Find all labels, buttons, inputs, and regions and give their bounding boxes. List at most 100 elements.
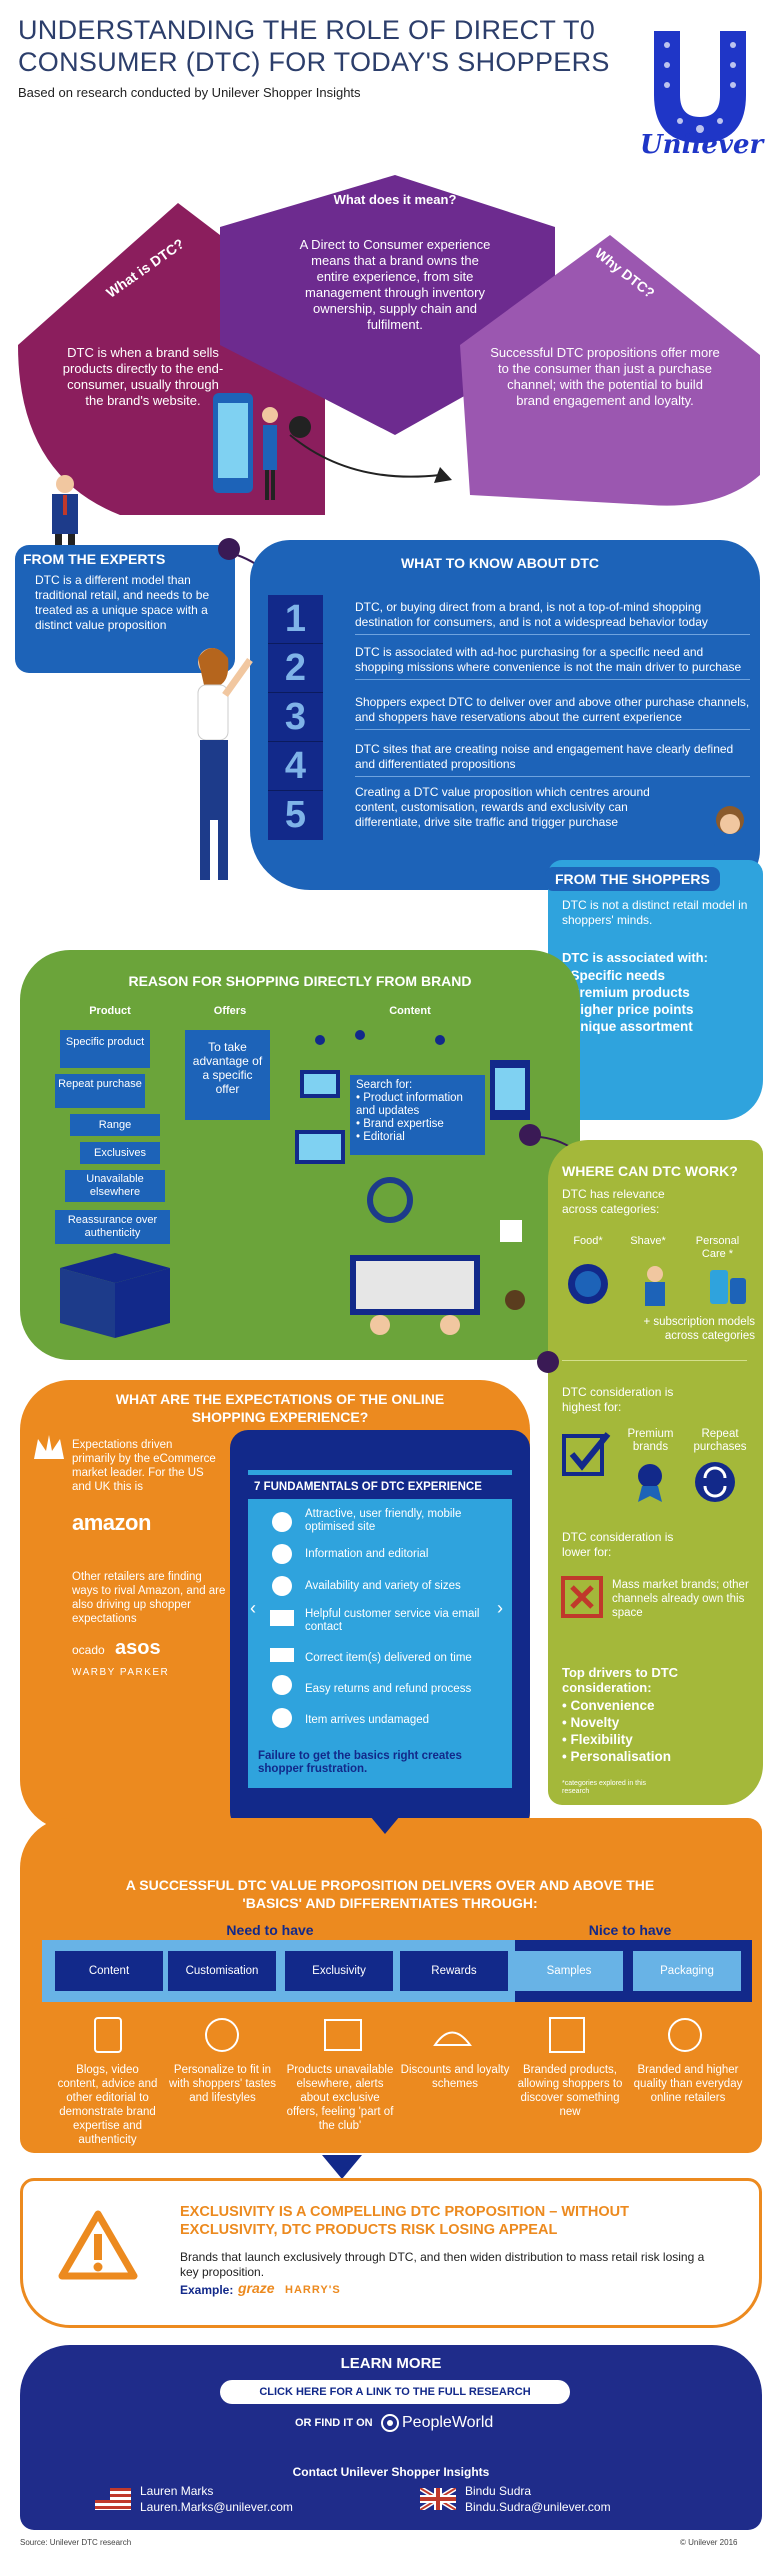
- number-stack: 1 2 3 4 5: [268, 595, 323, 840]
- content-item: Brand expertise: [356, 1118, 479, 1131]
- shoppers-title: FROM THE SHOPPERS: [545, 867, 720, 891]
- where-connector: [537, 1351, 559, 1373]
- page-subtitle: Based on research conducted by Unilever …: [18, 85, 361, 100]
- product-item: Exclusives: [80, 1142, 160, 1164]
- what-is-dtc-text: DTC is when a brand sells products direc…: [62, 345, 224, 408]
- us-flag-icon: [95, 2488, 131, 2510]
- tablet-pointer: [365, 1810, 405, 1834]
- know-panel: [250, 540, 760, 890]
- fundamental-item: Item arrives undamaged: [305, 1714, 430, 1726]
- driver-item: Personalisation: [562, 1748, 671, 1765]
- cat-shave: Shave*: [630, 1235, 666, 1247]
- offers-box: To take advantage of a specific offer: [185, 1030, 270, 1120]
- cross-icon: [561, 1576, 603, 1618]
- assoc-item: Premium products: [562, 984, 694, 1001]
- amazon-logo: amazon: [72, 1510, 151, 1535]
- assoc-item: Specific needs: [562, 967, 694, 984]
- content-item: Editorial: [356, 1131, 479, 1144]
- uk-flag-icon: [420, 2488, 456, 2510]
- number-3: 3: [268, 693, 323, 742]
- where-divider: [562, 1360, 747, 1361]
- know-item-4: DTC sites that are creating noise and en…: [355, 742, 750, 777]
- driver-item: Novelty: [562, 1714, 671, 1731]
- peopleworld-icon: [381, 2414, 399, 2432]
- exclusivity-pointer: [322, 2155, 362, 2179]
- graze-logo: graze: [238, 2280, 275, 2296]
- shoppers-text: DTC is not a distinct retail model in sh…: [562, 898, 748, 927]
- where-relevance: DTC has relevance across categories:: [562, 1187, 665, 1216]
- what-does-it-mean-text: A Direct to Consumer experience means th…: [299, 237, 491, 332]
- fundamental-item: Information and editorial: [305, 1548, 429, 1560]
- col-offers: Offers: [213, 1005, 247, 1017]
- content-search-box: Search for: Product information and upda…: [350, 1075, 485, 1155]
- warning-icon: [58, 2210, 138, 2280]
- driver-item: Flexibility: [562, 1731, 671, 1748]
- footer-source: Source: Unilever DTC research: [20, 2538, 132, 2547]
- know-item-2: DTC is associated with ad-hoc purchasing…: [355, 645, 750, 680]
- number-1: 1: [268, 595, 323, 644]
- experts-panel: FROM THE EXPERTS DTC is a different mode…: [15, 545, 235, 673]
- know-item-5: Creating a DTC value proposition which c…: [355, 785, 650, 829]
- brand-wordmark: Unilever: [640, 130, 764, 160]
- learn-panel: [20, 2345, 762, 2530]
- cat-food: Food*: [573, 1235, 603, 1247]
- driver-item: Convenience: [562, 1697, 671, 1714]
- ocado-logo: ocado: [72, 1643, 105, 1657]
- contact1-email[interactable]: Lauren.Marks@unilever.com: [140, 2500, 293, 2514]
- reason-title: REASON FOR SHOPPING DIRECTLY FROM BRAND: [128, 973, 472, 989]
- where-subscription: + subscription models across categories: [643, 1316, 755, 1342]
- high-repeat: Repeat purchases: [693, 1428, 747, 1453]
- chevron-left-icon[interactable]: ‹: [250, 1598, 256, 1618]
- chevron-right-icon[interactable]: ›: [497, 1598, 503, 1618]
- fundamental-item: Correct item(s) delivered on time: [305, 1652, 472, 1664]
- step-desc: Branded products, allowing shoppers to d…: [517, 2064, 623, 2118]
- fundamentals-icons: [270, 1512, 294, 1728]
- warby-logo: WARBY PARKER: [72, 1667, 170, 1678]
- experts-text: DTC is a different model than traditiona…: [35, 573, 210, 632]
- amazon-text: Expectations driven primarily by the eCo…: [72, 1439, 216, 1493]
- phone-shopper-illustration: [213, 393, 278, 500]
- example-label: Example:: [180, 2283, 234, 2297]
- col-content: Content: [389, 1005, 431, 1017]
- peopleworld-link[interactable]: PeopleWorld: [402, 2414, 494, 2431]
- contact2-email[interactable]: Bindu.Sudra@unilever.com: [465, 2500, 611, 2514]
- know-title: WHAT TO KNOW ABOUT DTC: [400, 555, 600, 571]
- full-research-link[interactable]: CLICK HERE FOR A LINK TO THE FULL RESEAR…: [220, 2380, 570, 2404]
- step-desc: Blogs, video content, advice and other e…: [57, 2064, 158, 2146]
- shoppers-assoc-title: DTC is associated with:: [562, 950, 708, 965]
- product-item: Repeat purchase: [55, 1074, 145, 1108]
- fundamental-item: Availability and variety of sizes: [305, 1580, 461, 1592]
- lower-text: Mass market brands; other channels alrea…: [612, 1579, 749, 1619]
- step-desc: Discounts and loyalty schemes: [400, 2064, 510, 2090]
- contact1-name: Lauren Marks: [140, 2484, 214, 2498]
- step-packaging: Packaging: [633, 1951, 741, 1991]
- cat-personal-care: Personal Care *: [695, 1235, 740, 1260]
- experts-title: FROM THE EXPERTS: [23, 551, 166, 567]
- page-title: UNDERSTANDING THE ROLE OF DIRECT T0 CONS…: [18, 15, 610, 77]
- where-lower: DTC consideration is lower for:: [562, 1530, 674, 1559]
- step-exclusivity: Exclusivity: [285, 1951, 393, 1991]
- need-label: Need to have: [226, 1922, 314, 1938]
- product-item: Unavailable elsewhere: [65, 1170, 165, 1202]
- footer-copyright: © Unilever 2016: [680, 2538, 738, 2547]
- number-2: 2: [268, 644, 323, 693]
- crown-icon: [34, 1435, 64, 1459]
- value-title: A SUCCESSFUL DTC VALUE PROPOSITION DELIV…: [125, 1877, 655, 1911]
- expect-title: WHAT ARE THE EXPECTATIONS OF THE ONLINE …: [115, 1391, 445, 1425]
- others-text: Other retailers are finding ways to riva…: [72, 1571, 226, 1625]
- high-premium: Premium brands: [627, 1428, 674, 1453]
- exclusivity-text: Brands that launch exclusively through D…: [180, 2250, 705, 2279]
- nice-label: Nice to have: [588, 1922, 672, 1938]
- number-5: 5: [268, 791, 323, 840]
- exclusivity-title: EXCLUSIVITY IS A COMPELLING DTC PROPOSIT…: [180, 2204, 629, 2238]
- step-content: Content: [55, 1951, 163, 1991]
- checkmark-icon: [562, 1432, 611, 1476]
- content-item: Product information and updates: [356, 1092, 479, 1118]
- value-icons: [94, 2017, 702, 2053]
- step-desc: Personalize to fit in with shoppers' tas…: [168, 2064, 277, 2104]
- fundamentals-footer: Failure to get the basics right creates …: [258, 1750, 462, 1775]
- where-title: WHERE CAN DTC WORK?: [562, 1163, 738, 1179]
- where-highest: DTC consideration is highest for:: [562, 1385, 674, 1414]
- exclusivity-panel: [20, 2178, 762, 2328]
- assoc-item: Higher price points: [562, 1001, 693, 1018]
